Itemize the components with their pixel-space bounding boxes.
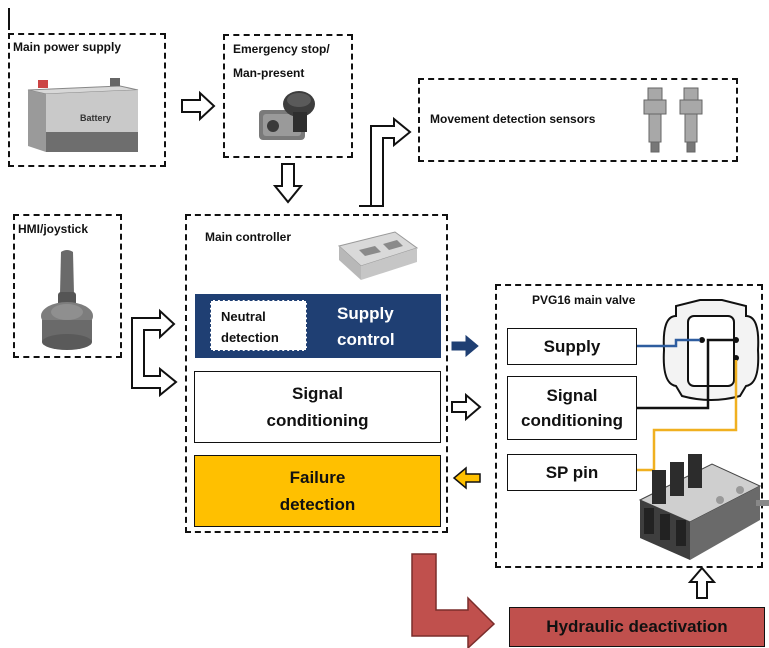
supply-control-label-2: control	[337, 330, 395, 349]
arrow-battery-to-estop	[181, 90, 216, 122]
hydraulic-deactivation-label: Hydraulic deactivation	[546, 617, 728, 636]
emergency-stop-image	[255, 88, 325, 144]
valve-sp-pin-box: SP pin	[507, 454, 637, 491]
valve-supply-box: Supply	[507, 328, 637, 365]
hydraulic-deactivation-block: Hydraulic deactivation	[509, 607, 765, 647]
battery-image: Battery	[24, 76, 142, 154]
battery-label: Battery	[80, 113, 112, 123]
hmi-joystick-box	[13, 214, 122, 358]
corner-tick	[8, 8, 10, 30]
pvg16-valve-box	[495, 284, 763, 568]
neutral-detection-label-1: Neutral	[221, 309, 266, 324]
hmi-joystick-title: HMI/joystick	[18, 222, 89, 236]
main-power-supply-box	[8, 33, 166, 167]
main-power-supply-title: Main power supply	[13, 40, 122, 54]
valve-signal-label-1: Signal	[546, 385, 598, 405]
joystick-image	[34, 248, 100, 352]
failure-detection-label-2: detection	[279, 495, 356, 514]
arrow-hydraulic-to-valve	[687, 566, 717, 599]
emergency-stop-box	[223, 34, 353, 158]
movement-sensors-box	[418, 78, 738, 162]
arrow-sp-pin-to-failure	[452, 466, 481, 490]
emergency-stop-title-1: Emergency stop/	[233, 42, 330, 56]
valve-sp-pin-label: SP pin	[545, 462, 599, 482]
pvg16-valve-title: PVG16 main valve	[532, 293, 636, 307]
main-controller-title: Main controller	[205, 230, 292, 244]
neutral-detection-label-2: detection	[221, 330, 279, 345]
connector-image	[662, 299, 760, 401]
arrow-controller-to-sensors	[359, 116, 412, 207]
controller-signal-conditioning: Signal conditioning	[194, 371, 441, 443]
failure-detection-block: Failure detection	[194, 455, 441, 527]
controller-signal-label-1: Signal	[291, 383, 343, 403]
valve-signal-conditioning-box: Signal conditioning	[507, 376, 637, 440]
arrow-supply-to-valve	[451, 334, 479, 358]
controller-signal-label-2: conditioning	[266, 411, 369, 430]
wire-signal	[637, 338, 734, 410]
valve-signal-label-2: conditioning	[521, 411, 623, 430]
wire-supply	[637, 338, 700, 348]
emergency-stop-title-2: Man-present	[233, 66, 305, 80]
wire-sp-pin	[637, 360, 738, 472]
main-controller-box	[185, 214, 448, 533]
valve-supply-label: Supply	[543, 336, 601, 356]
failure-detection-label-1: Failure	[289, 467, 346, 487]
arrow-estop-to-controller	[272, 163, 304, 204]
movement-sensors-title: Movement detection sensors	[430, 112, 596, 126]
arrow-signal-to-valve	[451, 392, 482, 422]
supply-control-block: Neutral detection Supply control	[195, 294, 441, 358]
supply-control-label-1: Supply	[337, 304, 394, 323]
arrow-joystick-to-controller	[131, 308, 178, 398]
controller-image	[335, 226, 419, 284]
neutral-detection-box: Neutral detection	[210, 300, 307, 351]
valve-block-image	[638, 454, 769, 560]
sensors-image	[640, 84, 710, 156]
arrow-controller-to-hydraulic	[411, 553, 496, 648]
